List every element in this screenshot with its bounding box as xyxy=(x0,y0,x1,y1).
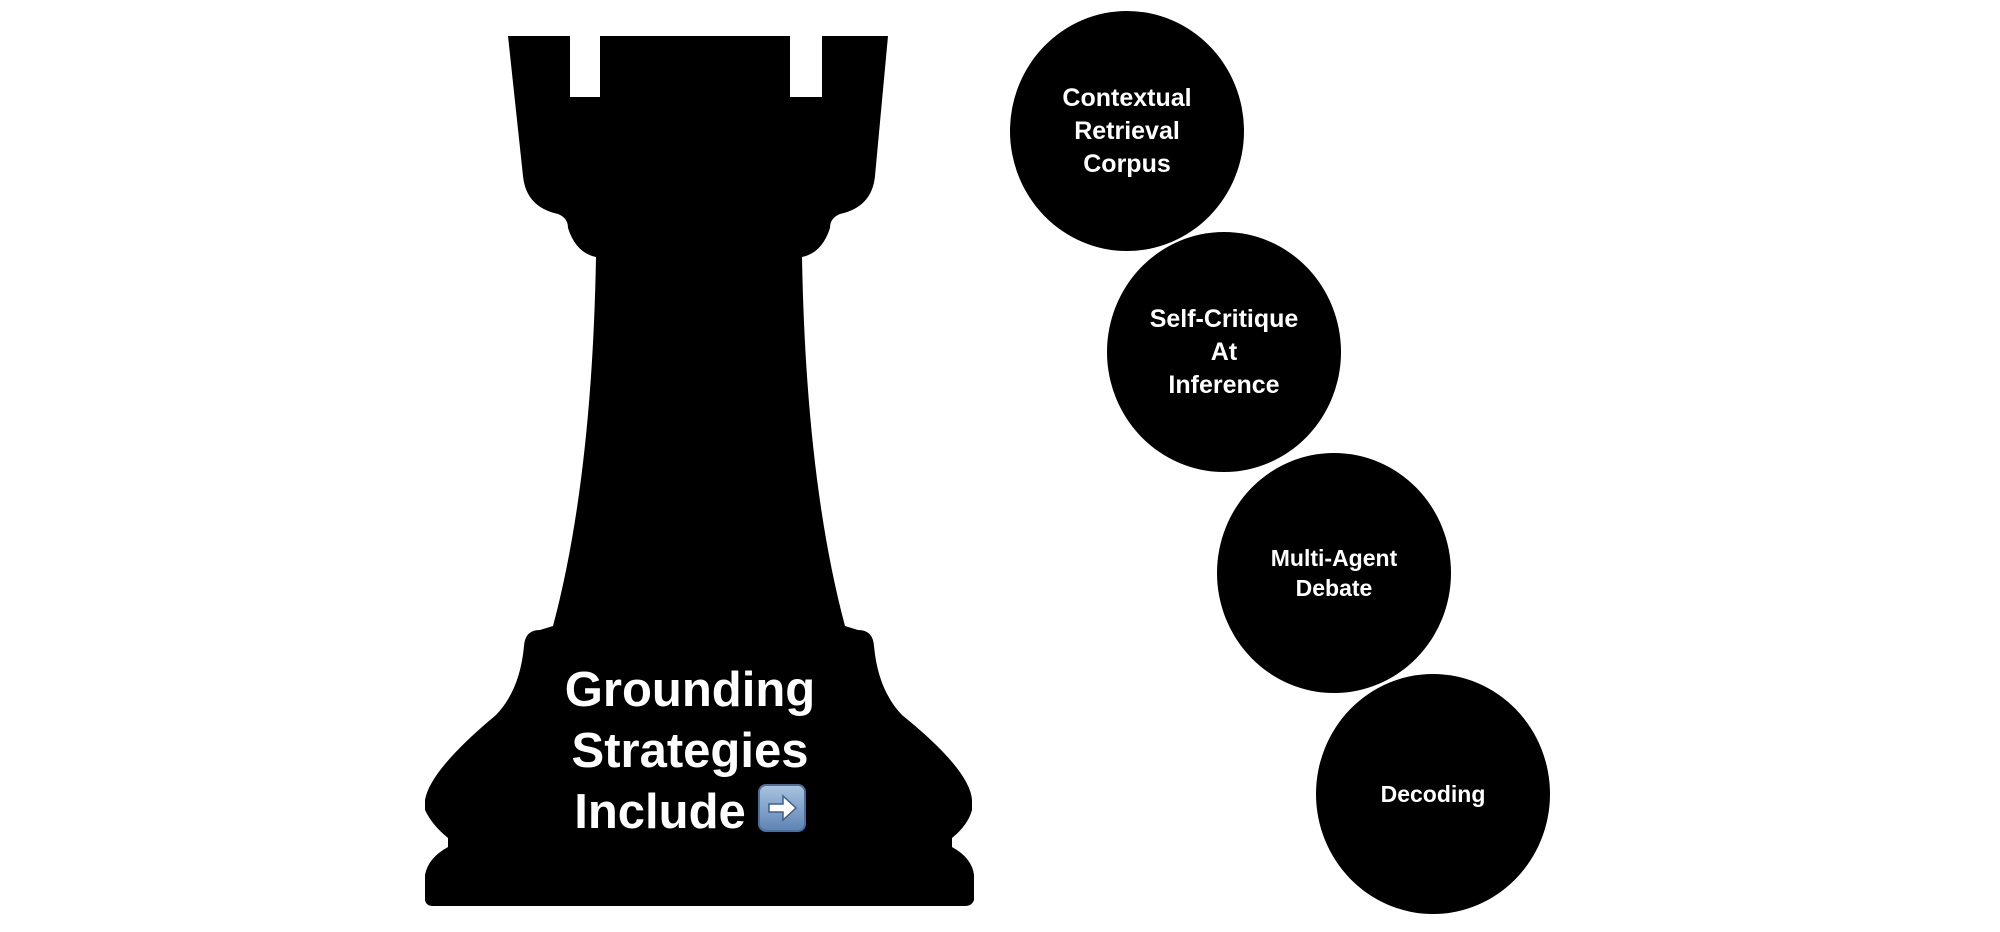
strategy-circle-contextual-retrieval-corpus: Contextual Retrieval Corpus xyxy=(1010,11,1244,251)
main-label: Grounding Strategies Include xyxy=(540,660,840,843)
strategy-label-line: Self-Critique xyxy=(1149,304,1299,333)
strategy-label-line: Multi-Agent xyxy=(1270,545,1398,571)
strategy-label-line: At xyxy=(1210,337,1238,366)
strategy-label-line: Corpus xyxy=(1083,149,1171,178)
strategy-label-line: Retrieval xyxy=(1074,116,1180,145)
strategy-label: Decoding xyxy=(1381,779,1486,809)
main-label-line-1: Grounding xyxy=(564,663,816,717)
strategy-circle-multi-agent-debate: Multi-Agent Debate xyxy=(1217,453,1451,693)
strategy-label-line: Contextual xyxy=(1062,83,1192,112)
main-label-line-2: Strategies xyxy=(571,724,809,778)
main-label-line-3: Include xyxy=(540,782,840,843)
strategy-label-line: Debate xyxy=(1295,575,1373,601)
strategy-label-line: Decoding xyxy=(1380,781,1486,807)
main-label-line-3-text: Include xyxy=(574,785,746,839)
strategy-label: Contextual Retrieval Corpus xyxy=(1062,82,1191,181)
strategy-circle-decoding: Decoding xyxy=(1316,674,1550,914)
strategy-label: Multi-Agent Debate xyxy=(1271,543,1397,603)
strategy-label: Self-Critique At Inference xyxy=(1150,303,1299,402)
strategy-label-line: Inference xyxy=(1168,370,1280,399)
strategy-circle-self-critique-at-inference: Self-Critique At Inference xyxy=(1107,232,1341,472)
right-arrow-emoji-icon xyxy=(757,784,806,832)
